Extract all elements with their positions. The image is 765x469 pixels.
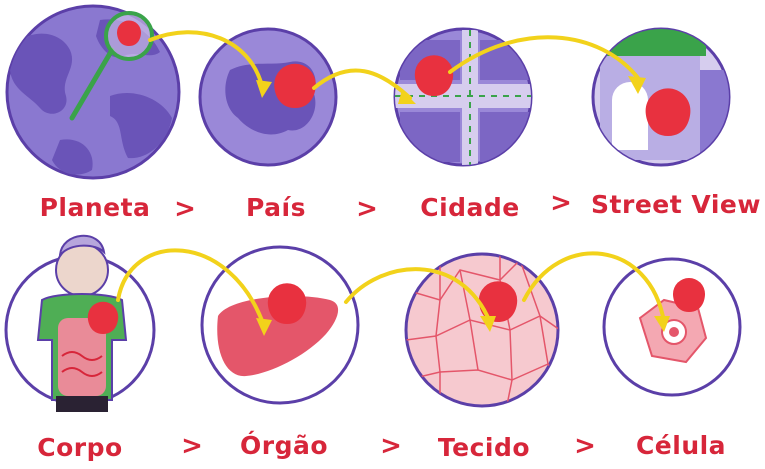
separator-arrow: > [356,194,378,224]
separator-arrow: > [574,431,596,461]
map-pin-icon [645,88,691,136]
label-tecido: Tecido [437,433,531,462]
arrow-corpo-orgao [116,248,266,328]
label-pais: País [246,193,306,222]
label-cidade: Cidade [420,193,520,222]
map-pin-icon [87,301,119,334]
arrow-orgao-tecido [344,267,492,324]
map-pin-icon [117,20,141,46]
separator-arrow: > [174,194,196,224]
map-pin-icon [267,283,307,324]
arrow-pais-cidade [312,68,412,100]
map-pin-icon [414,55,454,96]
magnifier-icon [69,11,154,121]
label-celula: Célula [635,431,727,460]
arrow-cidade-streetview [448,35,640,80]
separator-arrow: > [380,431,402,461]
human-body-icon [4,234,156,412]
flow-arrows [116,30,666,328]
tissue-icon [404,252,560,408]
separator-arrow: > [550,188,572,218]
label-street-view: Street View [591,190,761,219]
arrow-planeta-pais [148,30,264,88]
label-orgao: Órgão [239,431,329,460]
city-grid-icon [393,27,533,167]
map-pin-icon [673,278,705,312]
map-pin-icon [478,281,518,322]
arrow-heads [256,76,670,336]
country-map-icon [198,27,338,167]
separator-arrow: > [181,431,203,461]
label-planeta: Planeta [39,193,151,222]
map-pin-icon [274,63,316,108]
cell-icon [602,257,742,397]
label-corpo: Corpo [37,433,123,462]
arrow-tecido-celula [522,251,666,324]
